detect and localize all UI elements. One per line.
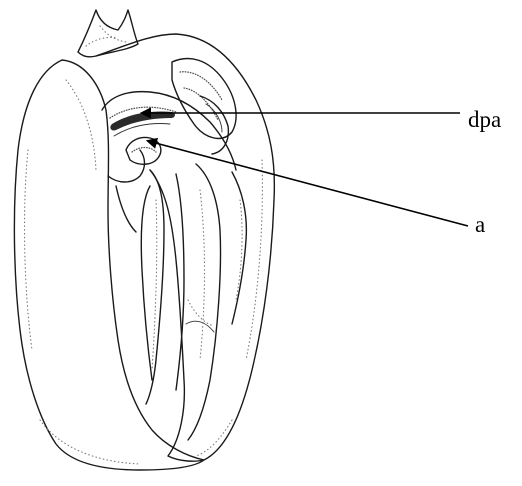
right-mass	[96, 34, 274, 461]
a-leader-line	[148, 141, 468, 226]
dark-band	[110, 112, 175, 137]
outer-body	[14, 60, 204, 470]
top-flap	[78, 10, 138, 57]
label-a: a	[475, 213, 485, 236]
label-dpa: dpa	[468, 108, 501, 131]
